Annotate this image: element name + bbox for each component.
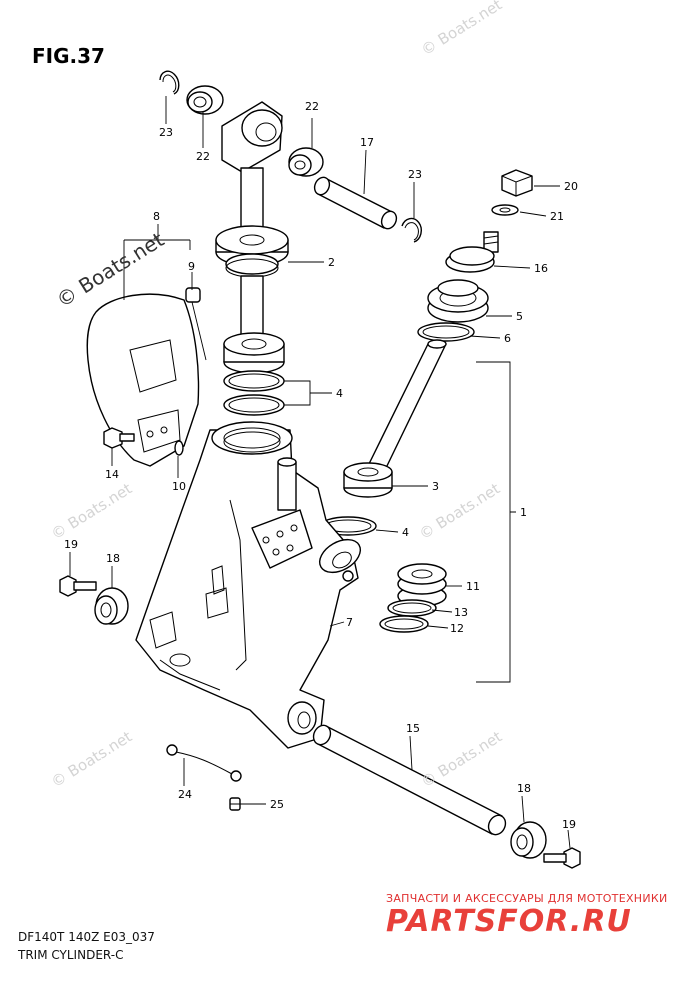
part-19-bolt-left (59, 575, 97, 597)
figure-title: FIG.37 (32, 44, 105, 68)
callout-7: 7 (346, 616, 353, 629)
callout-9: 9 (188, 260, 195, 273)
callout-10: 10 (172, 480, 186, 493)
part-13-ring (387, 599, 437, 617)
part-9-grommet (185, 287, 201, 303)
callout-21: 21 (550, 210, 564, 223)
callout-17: 17 (360, 136, 374, 149)
callout-2: 2 (328, 256, 335, 269)
part-6-o-ring (417, 322, 475, 342)
callout-23-left: 23 (159, 126, 173, 139)
part-18-bushing-left (94, 587, 129, 625)
figure-subtitle: TRIM CYLINDER-C (18, 948, 124, 962)
callout-22-right: 22 (305, 100, 319, 113)
part-20-nut (501, 169, 533, 197)
leader-lines (69, 96, 571, 849)
callout-15: 15 (406, 722, 420, 735)
callout-19-left: 19 (64, 538, 78, 551)
part-25-screw (229, 797, 241, 811)
callout-3: 3 (432, 480, 439, 493)
part-22-bushing-left (186, 85, 224, 115)
callout-23-right: 23 (408, 168, 422, 181)
callout-22-left: 22 (196, 150, 210, 163)
brand-tagline: ЗАПЧАСТИ И АКСЕССУАРЫ ДЛЯ МОТОТЕХНИКИ (386, 892, 668, 905)
piston-rod-assembly (215, 101, 289, 416)
part-24-ground-cable (166, 744, 242, 782)
callout-8: 8 (153, 210, 160, 223)
callout-6: 6 (504, 332, 511, 345)
callout-24: 24 (178, 788, 192, 801)
part-16-valve (445, 231, 499, 273)
callout-1: 1 (520, 506, 527, 519)
part-19-bolt-right (543, 847, 581, 869)
part-5-cap (427, 279, 489, 323)
part-3-tilt-rod (343, 339, 447, 498)
callout-13: 13 (454, 606, 468, 619)
part-22-bushing-right (288, 147, 324, 177)
part-15-pin (312, 724, 507, 836)
callout-18-left: 18 (106, 552, 120, 565)
brand-logo-text: PARTSFOR.RU (386, 904, 632, 939)
part-11-piston (397, 563, 447, 607)
model-code: DF140T 140Z E03_037 (18, 930, 155, 944)
callout-4-upper: 4 (336, 387, 343, 400)
callout-12: 12 (450, 622, 464, 635)
callout-14: 14 (105, 468, 119, 481)
callout-25: 25 (270, 798, 284, 811)
callout-5: 5 (516, 310, 523, 323)
part-17-pin (313, 176, 398, 230)
callout-20: 20 (564, 180, 578, 193)
part-12-ring (379, 615, 429, 633)
callout-16: 16 (534, 262, 548, 275)
part-10-washer (174, 440, 184, 456)
part-14-bolt (103, 427, 135, 449)
part-21-washer (491, 204, 519, 216)
callout-19-right: 19 (562, 818, 576, 831)
part-23-circlip-left (159, 70, 180, 95)
part-8-cover (86, 293, 200, 467)
part-18-bushing-right (510, 821, 547, 859)
callout-labels: 23 22 22 17 23 20 21 16 5 6 2 4 3 1 4 11… (64, 100, 578, 831)
part-7-housing (135, 421, 361, 749)
callout-11: 11 (466, 580, 480, 593)
part-23-circlip-right (401, 217, 422, 243)
callout-4-lower: 4 (402, 526, 409, 539)
callout-18-right: 18 (517, 782, 531, 795)
